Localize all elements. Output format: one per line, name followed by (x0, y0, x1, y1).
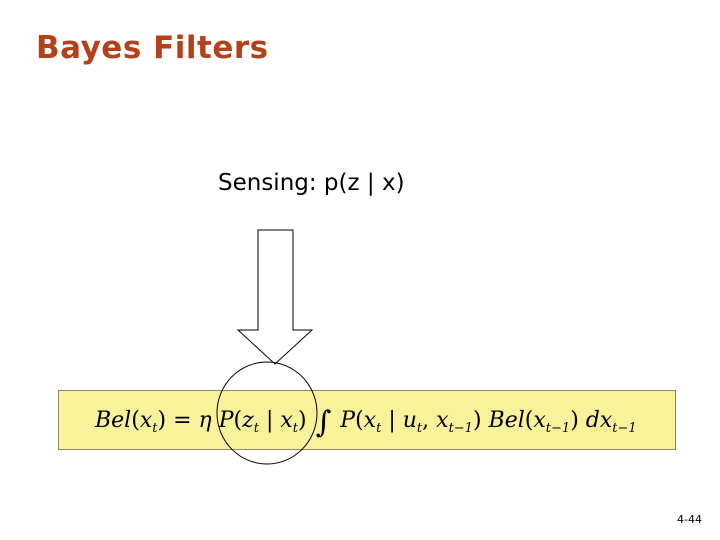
bayes-filter-formula: Bel(xt) = η P(zt | xt) ∫ P(xt | ut, xt−1… (95, 405, 637, 440)
bayes-filter-formula-box: Bel(xt) = η P(zt | xt) ∫ P(xt | ut, xt−1… (58, 390, 676, 450)
formula-differential: dxt−1 (585, 408, 637, 436)
formula-prior-bel: Bel(xt−1) (488, 408, 579, 436)
formula-bel-term: Bel(xt) (95, 408, 167, 436)
sensing-label: Sensing: p(z | x) (218, 170, 405, 196)
slide-title: Bayes Filters (36, 30, 269, 66)
page-number: 4-44 (677, 513, 702, 526)
formula-equals: = (173, 408, 192, 433)
formula-eta: η (198, 408, 212, 433)
integral-sign: ∫ (315, 405, 332, 440)
formula-sensor-model: P(zt | xt) (218, 408, 307, 436)
formula-motion-model: P(xt | ut, xt−1) (340, 408, 482, 436)
